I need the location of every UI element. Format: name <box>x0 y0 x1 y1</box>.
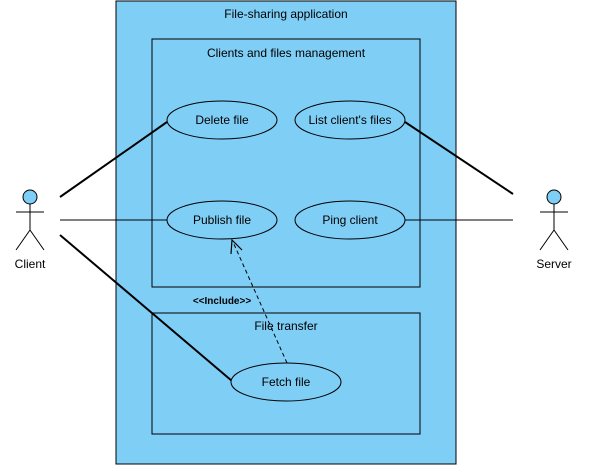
include-dependency <box>232 241 288 364</box>
include-label: <<Include>> <box>193 296 252 307</box>
use-case-publish-file-label: Publish file <box>193 213 251 227</box>
use-case-ping-client[interactable]: Ping client <box>294 200 406 240</box>
use-case-delete-file[interactable]: Delete file <box>166 100 278 140</box>
use-case-list-files[interactable]: List client's files <box>294 100 406 140</box>
actor-server-head <box>546 189 562 205</box>
subsystem-clients-files-title: Clients and files management <box>207 46 366 60</box>
use-case-ping-client-label: Ping client <box>322 213 378 227</box>
use-case-list-files-label: List client's files <box>309 113 392 127</box>
use-case-fetch-file[interactable]: Fetch file <box>230 362 342 402</box>
assoc-server-list-files <box>404 121 514 195</box>
actor-server[interactable]: Server <box>536 189 572 271</box>
actor-client-head <box>22 189 38 205</box>
subsystem-clients-files <box>151 38 421 288</box>
assoc-client-delete-file <box>59 121 168 198</box>
use-case-publish-file[interactable]: Publish file <box>166 200 278 240</box>
system-title: File-sharing application <box>224 7 347 21</box>
actor-client-label: Client <box>15 257 46 271</box>
use-case-fetch-file-label: Fetch file <box>262 375 311 389</box>
include-arrowhead <box>230 238 243 255</box>
actor-server-label: Server <box>536 257 571 271</box>
assoc-client-fetch-file <box>59 234 233 382</box>
use-case-delete-file-label: Delete file <box>195 113 249 127</box>
subsystem-file-transfer-title: File transfer <box>254 319 317 333</box>
actor-client[interactable]: Client <box>15 189 46 271</box>
